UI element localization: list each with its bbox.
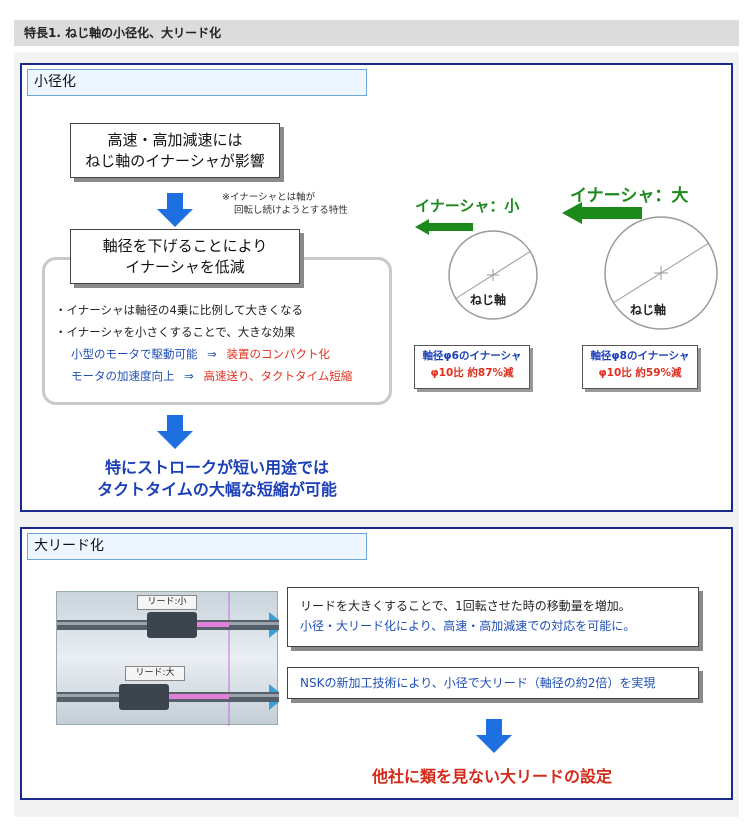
inertia-note-line1: ※イナーシャとは軸が	[222, 192, 316, 203]
reduce-inertia-line2: イナーシャを低減	[125, 258, 245, 276]
conclusion-line1: 特にストロークが短い用途では	[104, 458, 329, 477]
inertia-influence-line1: 高速・高加減速には	[107, 131, 243, 149]
effect-arrow: ⇒	[207, 347, 217, 361]
effect-result: 高速送り、タクトタイム短縮	[203, 369, 353, 383]
caption-ratio: φ10比 約59%減	[598, 367, 682, 379]
nsk-technology-box: NSKの新加工技術により、小径で大リード（軸径の約2倍）を実現	[287, 667, 699, 699]
arrow-left-icon	[562, 202, 642, 224]
inertia-note-line2: 回転し続けようとする特性	[234, 205, 348, 216]
effect-arrow: ⇒	[184, 369, 194, 383]
lead-large-tag: リード:大	[125, 666, 185, 681]
inertia-large-caption: 軸径φ8のイナーシャ φ10比 約59%減	[582, 345, 698, 389]
bullet-inertia-proportional: ・イナーシャは軸径の4乗に比例して大きくなる	[55, 303, 304, 317]
effect-row: 小型のモータで駆動可能 ⇒ 装置のコンパクト化	[71, 346, 330, 362]
section-small-diameter: 小径化 高速・高加減速には ねじ軸のイナーシャが影響 ※イナーシャとは軸が 回転…	[20, 63, 733, 512]
effect-cause: モータの加速度向上	[71, 369, 175, 383]
reduce-inertia-line1: 軸径を下げることにより	[102, 237, 268, 255]
inertia-large-label: イナーシャ：大	[570, 186, 689, 206]
shaft-label: ねじ軸	[630, 303, 667, 317]
arrow-down-icon	[157, 193, 193, 227]
ball-screw-photo: リード:小 リード:大	[56, 591, 279, 726]
caption-title: 軸径φ6のイナーシャ	[422, 350, 522, 362]
inertia-small-label: イナーシャ：小	[415, 197, 520, 215]
effect-cause: 小型のモータで駆動可能	[71, 347, 198, 361]
lead-explanation-box: リードを大きくすることで、1回転させた時の移動量を増加。 小径・大リード化により…	[287, 587, 699, 647]
nsk-technology-text: NSKの新加工技術により、小径で大リード（軸径の約2倍）を実現	[300, 676, 656, 690]
effect-row: モータの加速度向上 ⇒ 高速送り、タクトタイム短縮	[71, 368, 352, 384]
section-title-large-lead: 大リード化	[27, 533, 367, 560]
arrow-down-icon	[476, 719, 512, 753]
arrow-left-icon	[415, 219, 473, 235]
conclusion-line2: タクトタイムの大幅な短縮が可能	[97, 480, 337, 499]
arrow-down-icon	[157, 415, 193, 449]
reduce-inertia-box: 軸径を下げることにより イナーシャを低減	[70, 229, 300, 284]
inertia-influence-box: 高速・高加減速には ねじ軸のイナーシャが影響	[70, 123, 280, 178]
shaft-cross-section-small-diagram	[448, 230, 538, 320]
inertia-small-caption: 軸径φ6のイナーシャ φ10比 約87%減	[414, 345, 530, 389]
caption-title: 軸径φ8のイナーシャ	[590, 350, 690, 362]
effect-result: 装置のコンパクト化	[226, 347, 330, 361]
lead-explanation-line1: リードを大きくすることで、1回転させた時の移動量を増加。	[300, 599, 631, 613]
shaft-label: ねじ軸	[470, 293, 507, 307]
lead-explanation-line2: 小径・大リード化により、高速・高加減速での対応を可能に。	[300, 619, 636, 633]
section-large-lead: 大リード化 リード:小 リード:大	[20, 527, 733, 800]
inertia-note: ※イナーシャとは軸が 回転し続けようとする特性	[222, 191, 348, 217]
inertia-influence-line2: ねじ軸のイナーシャが影響	[85, 152, 265, 170]
bullet-inertia-effect: ・イナーシャを小さくすることで、大きな効果	[55, 325, 296, 339]
section2-conclusion: 他社に類を見ない大リードの設定	[371, 767, 612, 786]
section-title-small-diameter: 小径化	[27, 69, 367, 96]
ball-screw-illustration	[57, 592, 279, 726]
lead-small-tag: リード:小	[137, 595, 197, 610]
feature-heading: 特長1. ねじ軸の小径化、大リード化	[14, 20, 739, 46]
caption-ratio: φ10比 約87%減	[430, 367, 514, 379]
shaft-cross-section-large-diagram	[604, 216, 718, 330]
section1-conclusion: 特にストロークが短い用途では タクトタイムの大幅な短縮が可能	[52, 457, 382, 501]
